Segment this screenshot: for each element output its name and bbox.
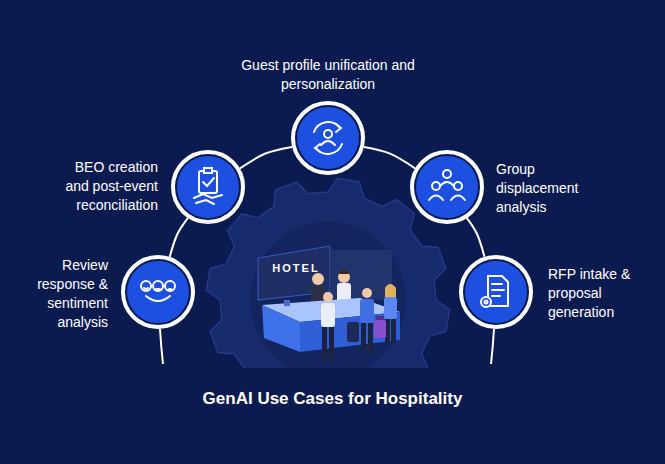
arc-connector [364,147,415,168]
label-holder: BEO creation and post-event reconciliati… [50,158,158,215]
label-holder: HOTEL [268,262,324,275]
arc-connector [170,218,188,257]
label-holder: RFP intake & proposal generation [548,265,648,322]
hotel-scene [258,246,400,361]
arc-tail [491,329,494,364]
label-holder: Review response & sentiment analysis [24,256,108,332]
use-case-circle: Group displacement analysis [410,150,484,224]
hotel-sign-text: HOTEL [268,262,324,275]
use-case-label: Review response & sentiment analysis [24,256,108,332]
arc-tail [160,329,163,364]
title-holder: GenAI Use Cases for Hospitality [0,388,665,410]
arc-connector [467,218,485,257]
use-case-label: RFP intake & proposal generation [548,265,648,322]
use-case-label: Guest profile unification and personaliz… [208,56,448,94]
use-case-circle: Guest profile unification and personaliz… [291,101,365,175]
icons [141,122,508,307]
arc-connector [240,147,292,168]
diagram-title: GenAI Use Cases for Hospitality [0,388,665,410]
label-holder: Guest profile unification and personaliz… [208,56,448,94]
gear-hub [250,222,406,368]
gear-outline [206,178,449,368]
use-case-label: Group displacement analysis [496,160,606,217]
use-case-label: BEO creation and post-event reconciliati… [50,158,158,215]
icon-discs [127,107,527,323]
label-holder: Group displacement analysis [496,160,606,217]
use-case-circle: BEO creation and post-event reconciliati… [171,150,245,224]
use-case-circle: Review response & sentiment analysis [121,255,195,329]
gear-shape [206,178,449,368]
use-case-circle: RFP intake & proposal generation [459,255,533,329]
